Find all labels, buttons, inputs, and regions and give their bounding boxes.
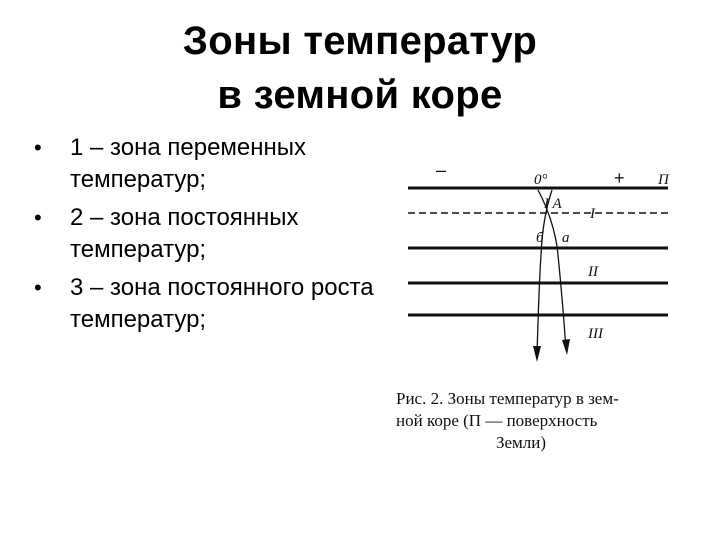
surface-label: П	[657, 172, 670, 188]
curve-a-label: а	[562, 230, 570, 246]
caption-line-3: Земли)	[495, 433, 547, 452]
zero-degree-label: 0°	[534, 172, 548, 188]
caption-line-1: Рис. 2. Зоны температур в зем-	[396, 389, 619, 408]
bullet-item-1: • 1 – зона переменных температур;	[28, 132, 388, 196]
arrowhead-b	[533, 346, 541, 362]
figure-caption: Рис. 2. Зоны температур в зем- ной коре …	[396, 388, 676, 454]
bullet-text: 3 – зона постоянного роста температур;	[70, 274, 374, 333]
bullet-marker: •	[34, 205, 42, 230]
zone-2-label: II	[587, 264, 599, 280]
arrowhead-a	[562, 339, 570, 355]
bullet-item-2: • 2 – зона постоянных температур;	[28, 202, 388, 266]
bullet-marker: •	[34, 275, 42, 300]
temperature-zones-diagram: – 0° + П I A I б а II III	[396, 160, 696, 370]
zone-1-label: I	[589, 206, 596, 222]
zone-3-label: III	[587, 326, 604, 342]
zone-1a-label: I A	[543, 196, 562, 212]
bullet-text: 1 – зона переменных температур;	[70, 134, 307, 193]
minus-sign: –	[436, 160, 446, 180]
bullet-text: 2 – зона постоянных температур;	[70, 204, 299, 263]
slide-title: Зоны температур в земной коре	[0, 14, 720, 122]
caption-line-2: ной коре (П — поверхность	[396, 411, 598, 430]
curve-a	[537, 189, 567, 351]
bullet-marker: •	[34, 135, 42, 160]
curve-b	[536, 189, 553, 356]
bullet-list: • 1 – зона переменных температур; • 2 – …	[28, 132, 388, 342]
curve-b-label: б	[536, 230, 544, 246]
plus-sign: +	[614, 168, 625, 188]
title-line-1: Зоны температур	[182, 19, 538, 63]
title-line-2: в земной коре	[217, 73, 503, 117]
diagram-svg: – 0° + П I A I б а II III	[408, 160, 670, 362]
bullet-item-3: • 3 – зона постоянного роста температур;	[28, 272, 388, 336]
